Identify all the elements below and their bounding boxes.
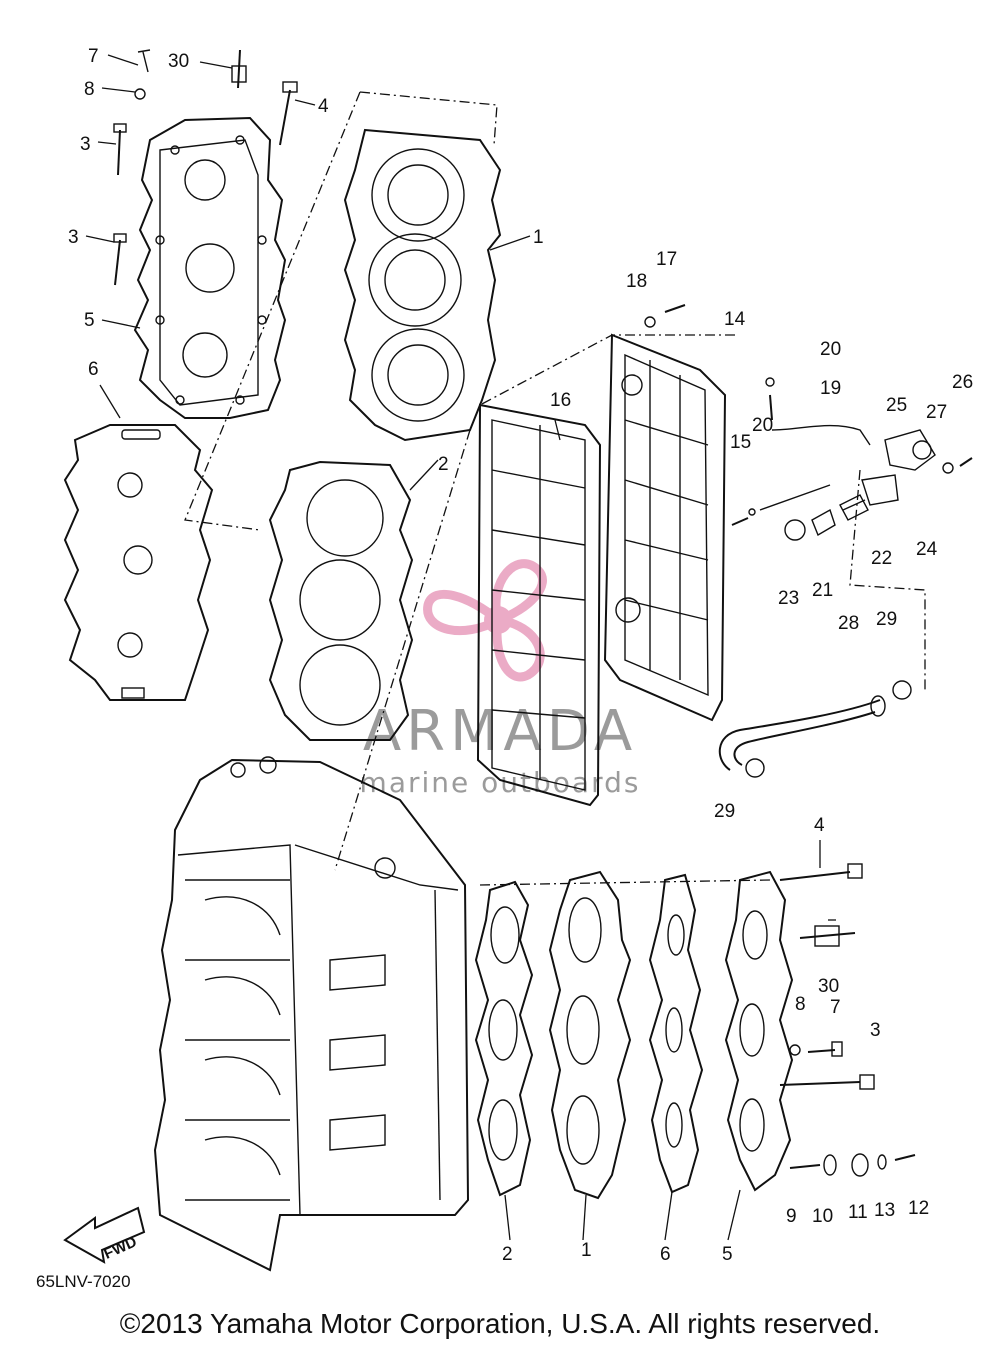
part-label: 1 xyxy=(581,1240,592,1261)
part-label: 19 xyxy=(820,378,841,399)
copyright-notice: ©2013 Yamaha Motor Corporation, U.S.A. A… xyxy=(119,1308,881,1339)
part-label: 8 xyxy=(84,79,95,100)
watermark-tagline: marine outboards xyxy=(360,766,641,799)
part-label: 11 xyxy=(848,1202,868,1223)
part-label: 5 xyxy=(84,310,95,331)
gasket-bottom-2 xyxy=(474,880,534,1197)
part-label: 20 xyxy=(752,415,773,436)
part-label: 10 xyxy=(812,1206,833,1227)
cylinder-head-top xyxy=(343,128,502,442)
alignment-lines xyxy=(184,91,926,886)
part-label: 22 xyxy=(871,548,892,569)
part-label: 3 xyxy=(80,134,91,155)
part-label: 14 xyxy=(724,309,746,330)
cylinder-block xyxy=(153,756,470,1272)
part-label: 1 xyxy=(533,227,544,248)
bolts-top-left xyxy=(113,49,298,286)
part-label: 2 xyxy=(438,454,449,475)
part-label: 21 xyxy=(812,580,833,601)
part-label: 23 xyxy=(778,588,799,609)
gasket-bottom-6 xyxy=(648,873,704,1194)
part-label: 13 xyxy=(874,1200,895,1221)
part-label: 8 xyxy=(795,994,806,1015)
exhaust-cover-top xyxy=(133,116,287,419)
watermark-brand: ARMADA xyxy=(363,699,637,764)
part-label: 7 xyxy=(830,997,841,1018)
water-hose xyxy=(718,680,912,778)
part-label: 15 xyxy=(730,432,751,453)
exhaust-gasket-top xyxy=(63,424,214,701)
head-bottom-1 xyxy=(548,870,632,1200)
part-label: 9 xyxy=(786,1206,797,1227)
part-label: 4 xyxy=(318,96,329,117)
part-label: 30 xyxy=(168,51,189,72)
part-label: 20 xyxy=(820,339,841,360)
part-label-group: 7 30 8 4 3 3 1 17 18 5 14 20 6 19 26 16 … xyxy=(68,46,973,1265)
label-leaders xyxy=(85,54,836,1241)
part-label: 7 xyxy=(88,46,99,67)
cylinder-cover xyxy=(603,333,727,722)
bolts-bottom-right xyxy=(779,863,916,1177)
part-label: 27 xyxy=(926,402,947,423)
propeller-icon xyxy=(423,559,547,682)
part-label: 29 xyxy=(714,801,735,822)
part-label: 30 xyxy=(818,976,839,997)
part-label: 28 xyxy=(838,613,859,634)
part-label: 6 xyxy=(88,359,99,380)
fwd-direction-marker: FWD xyxy=(63,1206,146,1264)
part-label: 25 xyxy=(886,395,907,416)
part-label: 5 xyxy=(722,1244,733,1265)
part-label: 16 xyxy=(550,390,571,411)
cover-bottom-5 xyxy=(724,870,794,1192)
fittings-right xyxy=(644,304,973,541)
part-label: 4 xyxy=(814,815,825,836)
part-label: 24 xyxy=(916,539,938,560)
part-label: 17 xyxy=(656,249,677,270)
part-label: 29 xyxy=(876,609,897,630)
part-label: 3 xyxy=(870,1020,881,1041)
head-gasket-top xyxy=(268,460,414,741)
part-label: 2 xyxy=(502,1244,513,1265)
diagram-code: 65LNV-7020 xyxy=(36,1272,131,1291)
part-label: 18 xyxy=(626,271,647,292)
part-label: 6 xyxy=(660,1244,671,1265)
fwd-label: FWD xyxy=(101,1233,139,1262)
part-label: 26 xyxy=(952,372,973,393)
part-label: 3 xyxy=(68,227,79,248)
cover-gasket xyxy=(476,403,602,807)
part-label: 12 xyxy=(908,1198,929,1219)
